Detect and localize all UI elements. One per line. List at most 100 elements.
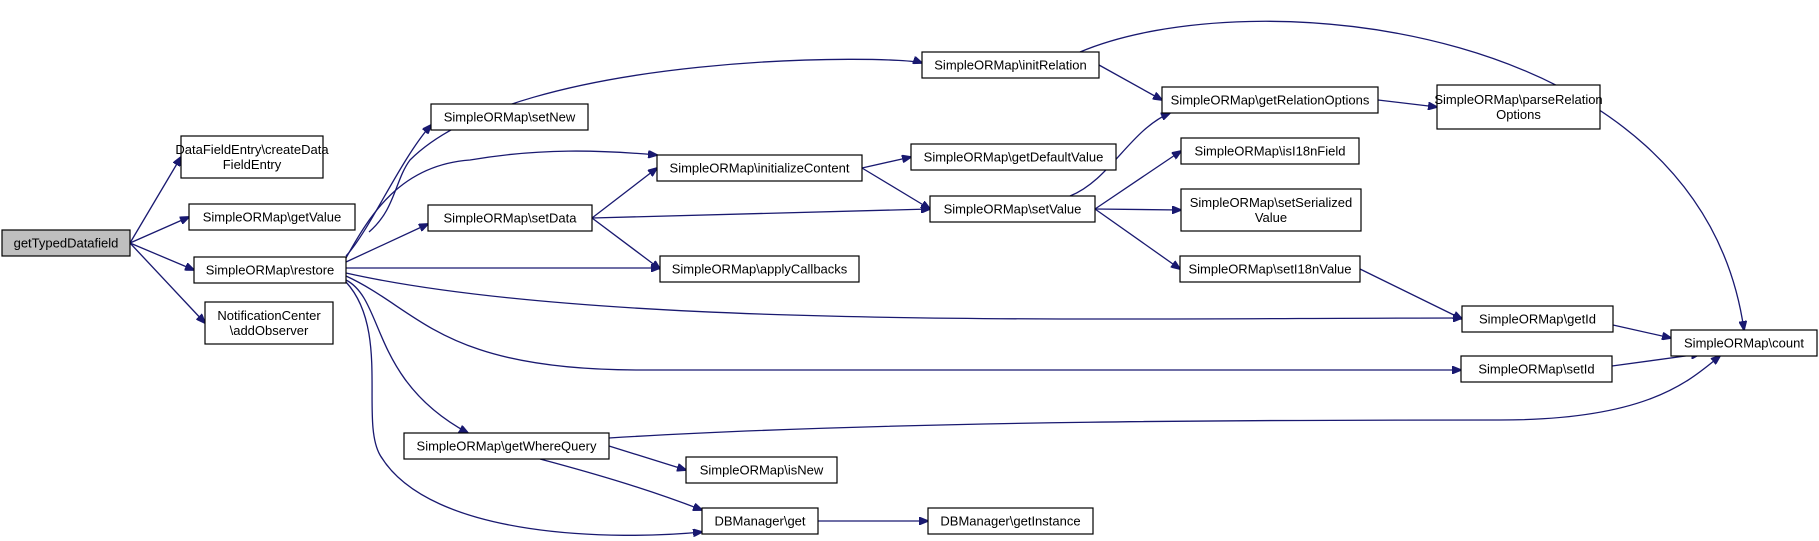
node-label: NotificationCenter (217, 308, 321, 323)
edge-set-value-to-set-i18n-value (1094, 208, 1180, 269)
edge-root-to-restore (129, 242, 194, 270)
node-box[interactable] (927, 507, 1094, 535)
node-get-default-value[interactable]: SimpleORMap\getDefaultValue (910, 143, 1117, 171)
node-label: SimpleORMap\setNew (444, 110, 576, 125)
edge-layer (129, 20, 1744, 535)
edge-restore-to-get-id (345, 272, 1462, 319)
edge-set-value-to-set-serialized-value (1094, 209, 1181, 210)
node-label: SimpleORMap\setI18nValue (1188, 262, 1351, 277)
node-box[interactable] (659, 255, 860, 283)
edge-get-where-query-to-count (608, 356, 1720, 439)
node-box[interactable] (1161, 86, 1379, 114)
node-label: SimpleORMap\getId (1479, 312, 1596, 327)
node-label: SimpleORMap\getWhereQuery (417, 439, 597, 454)
node-label: SimpleORMap\isI18nField (1194, 144, 1345, 159)
node-label: Value (1255, 210, 1287, 225)
node-label: \addObserver (230, 323, 309, 338)
node-db-get[interactable]: DBManager\get (701, 507, 819, 535)
node-layer: getTypedDatafield DataFieldEntry\createDa… (1, 51, 1818, 535)
edge-get-where-query-to-is-new (608, 445, 686, 470)
node-box[interactable] (1670, 329, 1818, 357)
edge-root-to-create-data-field-entry (129, 157, 181, 244)
edge-init-relation-to-count (1079, 20, 1744, 330)
node-label: SimpleORMap\parseRelation (1434, 92, 1602, 107)
edge-init-relation-to-get-relation-options (1098, 64, 1162, 100)
node-box[interactable] (929, 195, 1096, 223)
node-get-relation-options[interactable]: SimpleORMap\getRelationOptions (1161, 86, 1379, 114)
node-root[interactable]: getTypedDatafield (1, 229, 131, 257)
node-init-relation[interactable]: SimpleORMap\initRelation (921, 51, 1100, 79)
node-box[interactable] (1436, 84, 1601, 130)
edge-get-relation-options-to-parse-relation-options (1377, 99, 1437, 107)
node-get-where-query[interactable]: SimpleORMap\getWhereQuery (403, 432, 610, 460)
node-box[interactable] (921, 51, 1100, 79)
node-get-instance[interactable]: DBManager\getInstance (927, 507, 1094, 535)
node-label: SimpleORMap\initializeContent (670, 161, 850, 176)
edge-restore-to-set-data (345, 224, 428, 263)
edge-restore-to-db-get (345, 281, 702, 535)
edge-root-to-get-value (129, 217, 189, 244)
node-add-observer[interactable]: NotificationCenter\addObserver (204, 301, 334, 345)
edge-restore-to-get-where-query (345, 279, 468, 433)
edge-set-i18n-value-to-get-id (1359, 268, 1462, 319)
node-box[interactable] (204, 301, 334, 345)
node-initialize-content[interactable]: SimpleORMap\initializeContent (656, 154, 863, 182)
node-label: DataFieldEntry\createData (175, 142, 329, 157)
edge-restore-to-initialize-content (345, 151, 657, 259)
edge-root-to-add-observer (129, 242, 205, 323)
node-label: Options (1496, 107, 1541, 122)
node-set-i18n-value[interactable]: SimpleORMap\setI18nValue (1179, 255, 1361, 283)
node-label: SimpleORMap\setSerialized (1190, 195, 1353, 210)
node-set-value[interactable]: SimpleORMap\setValue (929, 195, 1096, 223)
node-label: DBManager\get (714, 514, 805, 529)
node-box[interactable] (1461, 305, 1614, 333)
edge-set-value-to-is-i18n-field (1094, 151, 1181, 210)
node-count[interactable]: SimpleORMap\count (1670, 329, 1818, 357)
edge-get-where-query-to-db-get (539, 458, 702, 510)
node-box[interactable] (910, 143, 1117, 171)
node-label: SimpleORMap\setData (444, 211, 578, 226)
node-box[interactable] (403, 432, 610, 460)
node-box[interactable] (701, 507, 819, 535)
node-label: SimpleORMap\initRelation (934, 58, 1086, 73)
node-box[interactable] (193, 256, 347, 284)
node-label: SimpleORMap\count (1684, 336, 1804, 351)
node-box[interactable] (656, 154, 863, 182)
node-is-i18n-field[interactable]: SimpleORMap\isI18nField (1180, 137, 1360, 165)
node-box[interactable] (1180, 137, 1360, 165)
node-box[interactable] (180, 135, 324, 179)
node-restore[interactable]: SimpleORMap\restore (193, 256, 347, 284)
node-box[interactable] (1179, 255, 1361, 283)
node-set-id[interactable]: SimpleORMap\setId (1460, 355, 1613, 383)
node-set-data[interactable]: SimpleORMap\setData (427, 204, 593, 232)
node-box[interactable] (685, 456, 838, 484)
node-label: SimpleORMap\isNew (700, 463, 824, 478)
node-box[interactable] (427, 204, 593, 232)
node-is-new[interactable]: SimpleORMap\isNew (685, 456, 838, 484)
edge-set-data-to-initialize-content (591, 168, 657, 219)
node-label: getTypedDatafield (14, 236, 119, 251)
node-box[interactable] (1, 229, 131, 257)
node-label: FieldEntry (223, 157, 282, 172)
node-get-value[interactable]: SimpleORMap\getValue (188, 203, 356, 231)
node-label: DBManager\getInstance (940, 514, 1080, 529)
edge-set-data-to-apply-callbacks (591, 217, 660, 269)
node-box[interactable] (188, 203, 356, 231)
node-box[interactable] (1460, 355, 1613, 383)
node-apply-callbacks[interactable]: SimpleORMap\applyCallbacks (659, 255, 860, 283)
edge-set-data-to-set-value (591, 209, 930, 219)
edge-restore-to-set-id (345, 275, 1461, 370)
node-label: SimpleORMap\applyCallbacks (672, 262, 848, 277)
edge-set-value-to-get-relation-options (1069, 113, 1170, 197)
node-label: SimpleORMap\getRelationOptions (1171, 93, 1370, 108)
edge-initialize-content-to-set-value (861, 167, 930, 209)
node-box[interactable] (430, 103, 589, 131)
edge-get-id-to-count (1612, 324, 1671, 338)
node-label: SimpleORMap\getDefaultValue (924, 150, 1104, 165)
node-get-id[interactable]: SimpleORMap\getId (1461, 305, 1614, 333)
node-set-new[interactable]: SimpleORMap\setNew (430, 103, 589, 131)
node-box[interactable] (1180, 188, 1362, 232)
